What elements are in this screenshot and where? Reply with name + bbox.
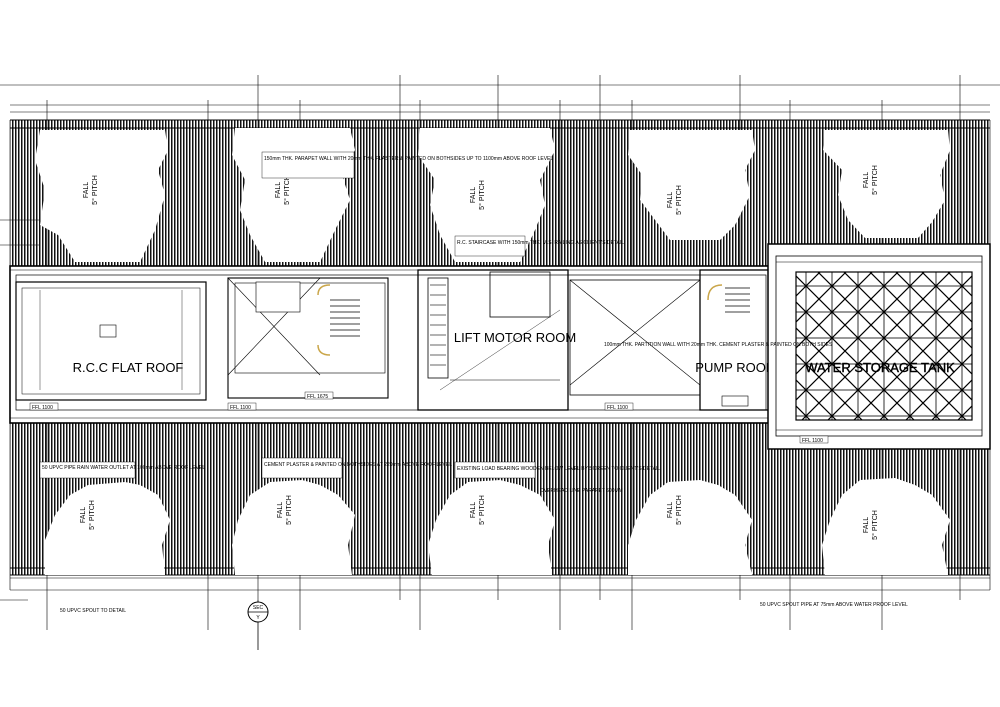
pitch-label: 5° PITCH (675, 185, 683, 215)
note: 150mm THK. PARAPET WALL WITH 20mm THK. P… (264, 156, 553, 162)
rcc-flat-roof-area: R.C.C FLAT ROOF (15, 281, 207, 401)
staircase-left (227, 277, 389, 399)
fall-label: FALL (470, 502, 477, 518)
water-storage-tank: WATER STORAGE TANK (767, 243, 991, 450)
pitch-label: 5° PITCH (871, 510, 879, 540)
fall-label: FALL (667, 502, 674, 518)
fall-label: FALL (470, 187, 477, 203)
fall-label: FALL (277, 502, 284, 518)
lift-motor-room-label: LIFT MOTOR ROOM (454, 330, 576, 345)
level-tag: FFL 1100 (802, 438, 823, 444)
fall-label: FALL (863, 517, 870, 533)
pitch-label: 5° PITCH (91, 175, 99, 205)
note: OVERHEAD LINE PARAPET 600MM (540, 488, 623, 494)
water-tank-label: WATER STORAGE TANK (805, 360, 955, 375)
pitch-label: 5° PITCH (88, 500, 96, 530)
fall-label: FALL (80, 507, 87, 523)
pitch-label: 5° PITCH (285, 495, 293, 525)
note: R.C. STAIRCASE WITH 150mm THK. M.S. RAIL… (457, 240, 624, 246)
level-tag: FFL 1100 (607, 405, 628, 411)
lift-motor-room: LIFT MOTOR ROOM (417, 269, 576, 411)
section-marker-label: SEC (253, 605, 264, 611)
note: 50 UPVC SPOUT TO DETAIL (60, 608, 126, 614)
annotation-notes: 150mm THK. PARAPET WALL WITH 20mm THK. P… (39, 151, 908, 614)
pump-room: PUMP ROOM (695, 269, 777, 411)
pump-room-label: PUMP ROOM (695, 360, 776, 375)
level-tag: FFL 1100 (32, 405, 53, 411)
fall-label: FALL (667, 192, 674, 208)
level-tag: FFL 1675 (307, 394, 328, 400)
pitch-label: 5° PITCH (478, 495, 486, 525)
level-tag: FFL 1100 (230, 405, 251, 411)
section-marker-sub: Y (256, 615, 260, 621)
note: CEMENT PLASTER & PAINTED ON BOTHSIDES AT… (264, 462, 452, 468)
upper-fall-arrows: FALL 5° PITCH FALL 5° PITCH FALL 5° PITC… (83, 165, 879, 215)
note: 50 UPVC SPOUT PIPE AT 75mm ABOVE WATER P… (760, 602, 908, 608)
rcc-flat-roof-label: R.C.C FLAT ROOF (73, 360, 184, 375)
lower-fall-arrows: FALL 5° PITCH FALL 5° PITCH FALL 5° PITC… (80, 495, 879, 540)
lower-roof-clearings (45, 478, 950, 575)
fall-label: FALL (863, 172, 870, 188)
fall-label: FALL (83, 182, 90, 198)
pitch-label: 5° PITCH (675, 495, 683, 525)
pitch-label: 5° PITCH (283, 175, 291, 205)
fall-label: FALL (275, 182, 282, 198)
pitch-label: 5° PITCH (871, 165, 879, 195)
pitch-label: 5° PITCH (478, 180, 486, 210)
note: 50 UPVC PIPE RAIN WATER OUTLET AT 100mm … (42, 465, 205, 471)
note: 100mm THK. PARTITION WALL WITH 20mm THK.… (604, 342, 833, 348)
note: EXISTING LOAD BEARING WOODEN BELOW LEVEL… (457, 466, 660, 472)
stair-void-right (569, 279, 701, 396)
level-tags: FFL 1100 FFL 1100 FFL 1100 FFL 1100 FFL … (29, 391, 829, 444)
section-marker: SEC Y (247, 600, 269, 650)
